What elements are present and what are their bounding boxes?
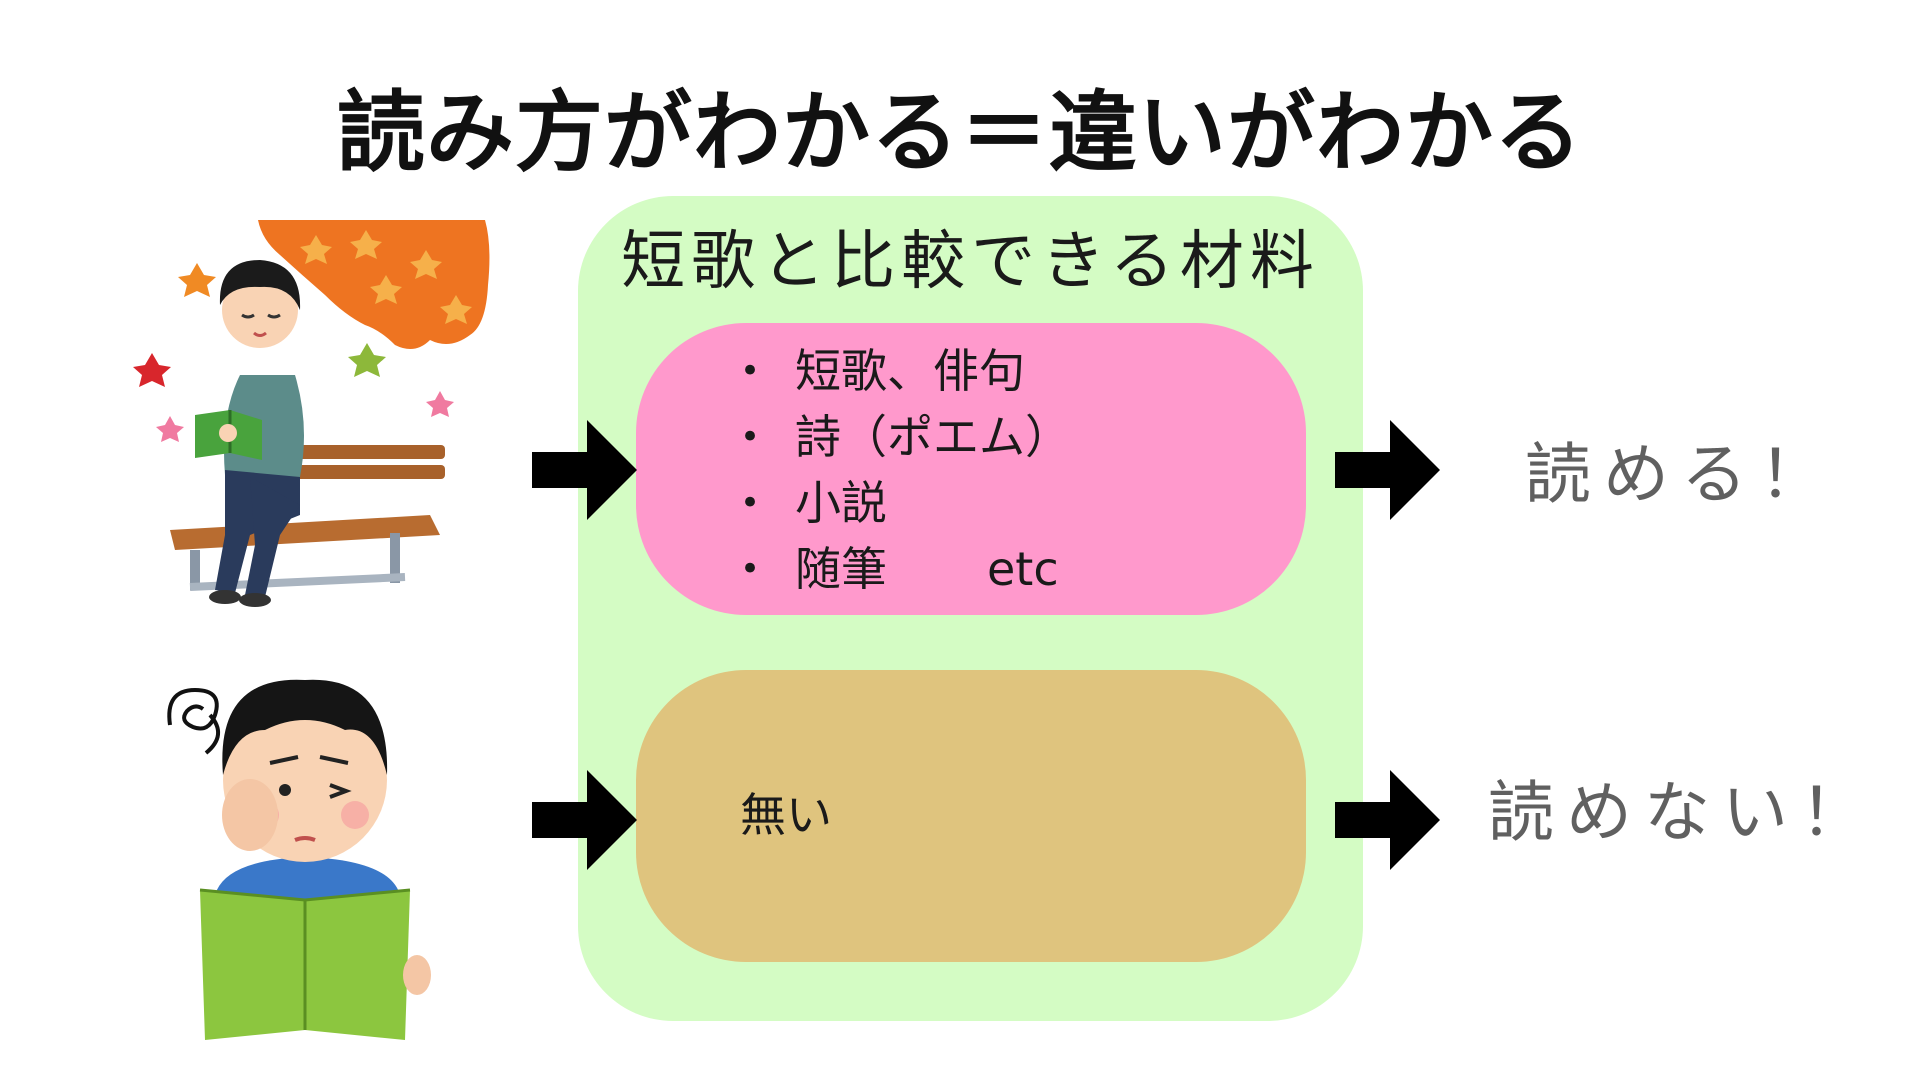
confused-person-reading-icon	[167, 679, 431, 1040]
material-label: 詩（ポエム）	[795, 410, 1071, 464]
arrow-right-icon	[1335, 420, 1440, 520]
materials-list: 短歌、俳句 詩（ポエム） 小説 随筆 etc	[740, 338, 1071, 602]
result-readable: 読める！	[1525, 436, 1837, 513]
panel-heading: 短歌と比較できる材料	[621, 225, 1320, 299]
slide-title: 読み方がわかる＝違いがわかる	[336, 81, 1583, 184]
result-unreadable: 読めない！	[1488, 774, 1878, 851]
list-item: 随筆 etc	[740, 536, 1071, 602]
arrow-right-icon	[532, 420, 637, 520]
list-item: 小説	[740, 470, 1071, 536]
arrow-right-icon	[1335, 770, 1440, 870]
no-materials-box	[636, 670, 1306, 962]
no-materials-label: 無い	[740, 788, 832, 842]
material-label: 短歌、俳句	[795, 344, 1025, 398]
material-label: 小説	[795, 476, 887, 530]
arrow-right-icon	[532, 770, 637, 870]
list-item: 短歌、俳句	[740, 338, 1071, 404]
materials-etc: etc	[987, 542, 1059, 596]
person-reading-on-bench-icon	[133, 220, 490, 607]
list-item: 詩（ポエム）	[740, 404, 1071, 470]
material-label: 随筆	[795, 542, 887, 596]
